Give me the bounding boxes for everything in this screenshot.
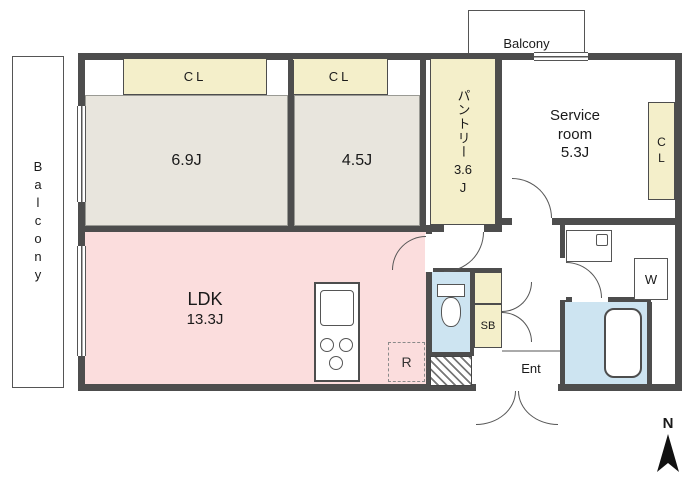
service-room: Service room 5.3J <box>505 100 645 170</box>
door-arc-entry-right <box>518 391 558 425</box>
pantry-size-unit: J <box>459 179 467 195</box>
service-room-line1: Service <box>549 106 601 124</box>
storage-upper <box>474 272 502 304</box>
balcony-top-label: Balcony <box>503 36 550 51</box>
entrance-label: Ent <box>521 360 541 376</box>
balcony-left: Balcony <box>12 56 64 388</box>
closet-right: CL <box>648 102 675 200</box>
wall-service-bottom-a <box>496 218 512 225</box>
door-arc-entry-left <box>476 391 516 425</box>
door-gap-service <box>512 217 552 226</box>
window-ldk <box>77 246 86 356</box>
service-room-size: 5.3J <box>560 144 590 162</box>
service-room-line2: room <box>557 125 593 143</box>
ldk-size: 13.3J <box>186 310 224 328</box>
ldk-name: LDK <box>187 289 223 310</box>
balcony-left-label: Balcony <box>30 159 46 285</box>
entrance-step-line <box>502 350 560 352</box>
wall-pantry-bottom-a <box>426 225 444 232</box>
bedroom-2-size: 4.5J <box>341 151 373 169</box>
wall-service-bottom-b <box>552 218 675 225</box>
ldk-room <box>85 232 426 384</box>
wall-wc-top <box>426 268 502 272</box>
entrance-area: Ent <box>506 358 556 378</box>
window-bedroom1 <box>77 106 86 202</box>
north-label: N <box>656 414 680 432</box>
bedroom-1: 6.9J <box>85 95 288 226</box>
shaft-hatch <box>430 356 472 386</box>
door-gap-washroom <box>559 258 566 300</box>
pantry: パントリー 3.6 J <box>430 58 496 225</box>
wall-pantry-bottom-b <box>484 225 502 232</box>
door-gap-bath <box>572 296 608 303</box>
pantry-size: 3.6 <box>453 161 473 177</box>
wall-ldk-right <box>426 232 432 384</box>
shoe-box-label: SB <box>480 320 496 332</box>
stove-burner-icon <box>339 338 353 352</box>
refrigerator-label: R <box>401 354 412 370</box>
vanity-sink-icon <box>596 234 608 246</box>
wall-pantry-service <box>496 60 502 225</box>
pantry-name: パントリー <box>455 88 471 159</box>
wall-washroom-bath <box>565 297 651 302</box>
closet-right-label: CL <box>654 135 669 167</box>
door-gap-ldk <box>425 234 433 272</box>
wall-wc-right <box>470 268 474 356</box>
washer-label: W <box>644 271 658 287</box>
door-gap-entrance <box>476 383 558 392</box>
shoe-box: SB <box>474 304 502 348</box>
toilet-tank-icon <box>437 284 465 297</box>
bedroom-1-size: 6.9J <box>171 151 202 169</box>
window-balcony-door <box>534 52 588 61</box>
kitchen-sink <box>320 290 354 326</box>
refrigerator-space: R <box>388 342 425 382</box>
stove-burner-icon <box>329 356 343 370</box>
washer-space: W <box>634 258 668 300</box>
stove-burner-icon <box>320 338 334 352</box>
closet-2: CL <box>292 58 388 95</box>
wall-between-bedrooms <box>288 60 294 226</box>
bathtub-icon <box>604 308 642 378</box>
wall-bath-right <box>647 302 652 384</box>
north-letter: N <box>662 414 674 432</box>
ldk-label: LDK 13.3J <box>120 286 290 332</box>
closet-1: CL <box>123 58 267 95</box>
closet-1-label: CL <box>183 69 207 84</box>
closet-2-label: CL <box>328 69 352 84</box>
wall-below-bedrooms <box>85 226 426 232</box>
north-arrow-icon <box>654 434 682 478</box>
bedroom-2: 4.5J <box>294 95 420 226</box>
wall-wc-bottom <box>428 352 474 356</box>
wall-bedroom2-right <box>420 60 426 226</box>
wall-hall-right <box>560 225 565 391</box>
balcony-top: Balcony <box>468 10 585 56</box>
toilet-bowl-icon <box>441 297 461 327</box>
